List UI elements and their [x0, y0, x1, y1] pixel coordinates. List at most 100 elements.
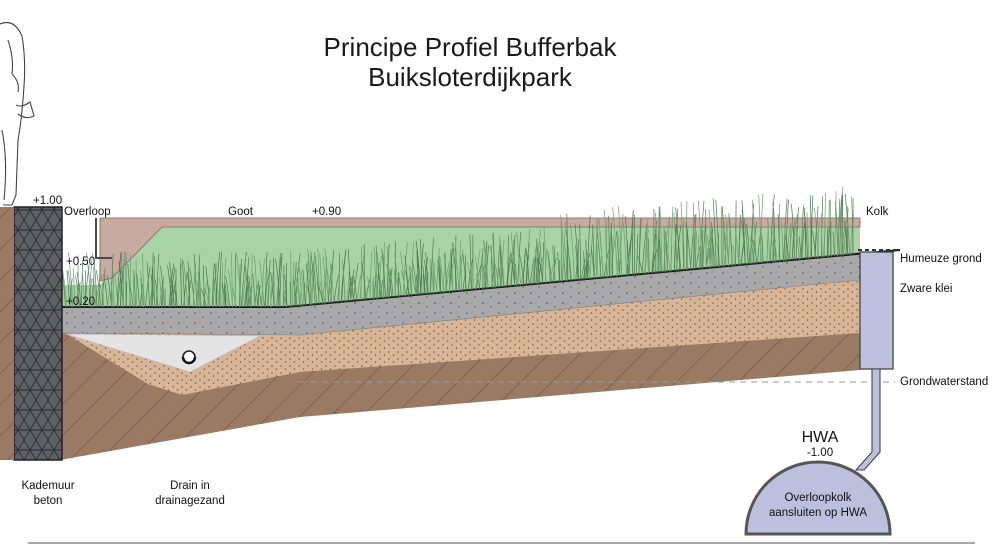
clay-layer [60, 278, 860, 395]
grass-blade [701, 230, 704, 269]
grass-blade [99, 283, 104, 308]
grass-blade [690, 214, 696, 270]
grass-blade [474, 255, 480, 290]
grass-blade [711, 248, 716, 268]
grass-blade [814, 207, 819, 258]
grass-blade [154, 279, 159, 308]
grass-blade [820, 213, 823, 258]
grass-blade [159, 275, 165, 308]
label-goot: Goot [228, 206, 253, 218]
grass-blade [585, 239, 588, 280]
grass-blade [152, 257, 156, 308]
grass-blade [223, 258, 227, 308]
grass-blade [834, 191, 837, 257]
grass-blade [270, 272, 275, 308]
grass-blade [675, 207, 681, 271]
grass-blade [299, 284, 302, 306]
grass-blade [127, 263, 131, 308]
grass-blade [313, 261, 317, 305]
grass-blade [430, 237, 434, 294]
grass-blade [784, 234, 790, 261]
grass-blade [712, 198, 717, 268]
grass-blade [161, 280, 164, 308]
grass-blade [247, 281, 250, 308]
grass-blade [574, 224, 580, 280]
grass-blade [67, 270, 72, 308]
grass-blade [326, 268, 333, 303]
grass-blade [136, 273, 140, 308]
grass-blade [72, 268, 76, 308]
grass-blade [386, 264, 393, 298]
grass-blade [133, 269, 136, 308]
grass-blade [771, 240, 776, 262]
grass-blade [479, 248, 484, 290]
grass-blade [142, 285, 146, 308]
grass-blade [738, 214, 742, 266]
grass-blade [788, 226, 794, 261]
grass-blade [820, 196, 824, 258]
grass-blade [112, 272, 115, 308]
left-soil-block [0, 207, 14, 460]
label-grondwaterstand: Grondwaterstand [900, 376, 989, 388]
grass-blade [212, 262, 218, 308]
grass-blade [604, 209, 608, 278]
grass-blade [449, 253, 451, 292]
grass-blade [116, 252, 122, 308]
grass-blade [590, 246, 595, 279]
grass-blade [673, 223, 677, 271]
grass-blade [276, 257, 282, 308]
grass-blade [680, 201, 684, 271]
grass-blade [293, 262, 297, 307]
grass-blade [645, 230, 649, 274]
grass-blade [570, 222, 575, 281]
level-hwa: -1.00 [806, 447, 834, 459]
drainage-sand [65, 333, 261, 373]
grass-blade [664, 231, 668, 272]
grass-blade [211, 263, 215, 308]
grass-blade [843, 220, 848, 255]
grass-blade [235, 251, 242, 308]
grass-blade [547, 249, 551, 283]
grass-blade [264, 252, 268, 308]
grass-blade [129, 254, 132, 308]
grass-blade [516, 231, 521, 286]
grass-blade [397, 272, 402, 297]
grass-blade [562, 221, 567, 282]
grass-blade [251, 254, 253, 308]
grass-blade [317, 248, 320, 304]
grass-blade [424, 260, 428, 294]
grass-blade [832, 231, 835, 257]
grass-blade [100, 275, 105, 308]
grass-blade [378, 275, 383, 298]
grass-blade [625, 216, 629, 276]
grass-blade [156, 253, 160, 308]
grass-blade [373, 273, 377, 299]
grass-blade [749, 237, 755, 264]
grass-blade [75, 282, 81, 308]
grass-blade [801, 222, 805, 260]
grass-blade [673, 212, 678, 271]
grass-blade [279, 252, 283, 308]
grass-blade [824, 192, 826, 258]
grass-blade [772, 239, 774, 262]
kolk-pipe [854, 368, 881, 471]
label-hwa: HWA [801, 429, 839, 446]
grass-blade [499, 246, 504, 287]
grass-blade [560, 220, 563, 282]
grass-blade [612, 207, 618, 277]
grass-blade [258, 260, 265, 308]
grass-blade [607, 218, 613, 278]
grass-blade [363, 255, 365, 300]
grass-blade [596, 244, 599, 279]
grass-blade [654, 212, 659, 273]
grass-blade [273, 257, 275, 308]
grass-blade [577, 239, 579, 280]
grass-blade [499, 236, 505, 287]
grass-blade [697, 235, 700, 269]
grass-blade [367, 276, 371, 300]
grass-blade [389, 267, 393, 298]
grass-blade [585, 245, 591, 279]
grass-blade [721, 206, 727, 267]
grass-blade [708, 209, 713, 268]
grass-blade [526, 254, 529, 285]
